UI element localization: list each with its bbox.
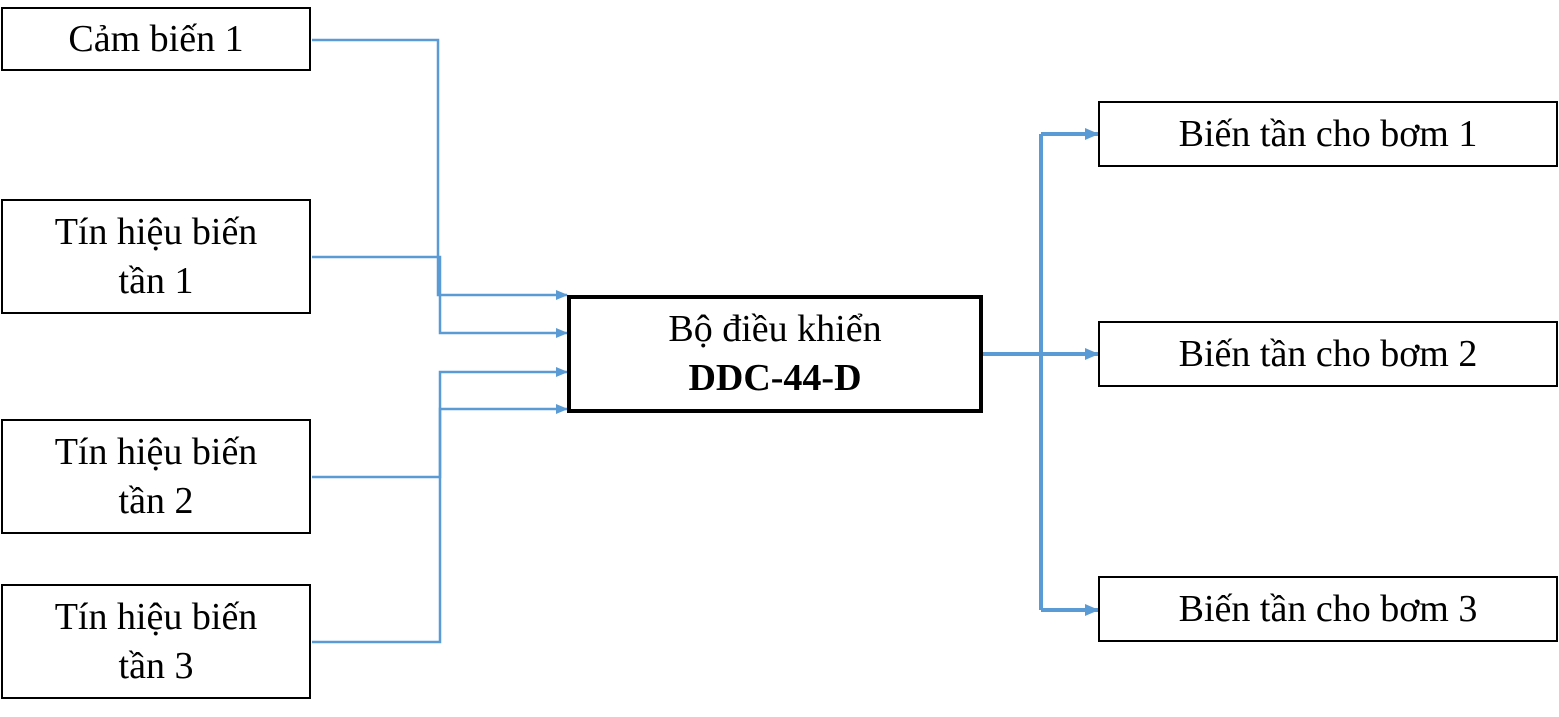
input-box-tin-hieu-bien-tan-1: Tín hiệu biến tần 1 (1, 199, 311, 314)
input-box-label: Cảm biến 1 (68, 15, 243, 64)
connector-tin-hieu-3 (312, 404, 568, 644)
input-label-line: Cảm biến 1 (68, 17, 244, 60)
input-label-line: tần 3 (118, 644, 194, 687)
input-box-tin-hieu-bien-tan-3: Tín hiệu biến tần 3 (1, 584, 311, 699)
output-box-bien-tan-bom-2: Biến tần cho bơm 2 (1098, 321, 1558, 387)
input-box-label: Tín hiệu biến tần 3 (55, 593, 258, 690)
input-box-tin-hieu-bien-tan-2: Tín hiệu biến tần 2 (1, 419, 311, 534)
controller-name: Bộ điều khiển (668, 307, 882, 350)
input-box-label: Tín hiệu biến tần 2 (55, 428, 258, 525)
output-box-bien-tan-bom-1: Biến tần cho bơm 1 (1098, 101, 1558, 167)
output-label: Biến tần cho bơm 1 (1178, 112, 1478, 155)
output-label: Biến tần cho bơm 3 (1178, 587, 1478, 630)
controller-box: Bộ điều khiển DDC-44-D (567, 295, 983, 413)
input-box-label: Tín hiệu biến tần 1 (55, 208, 258, 305)
input-label-line: Tín hiệu biến (54, 430, 258, 473)
output-label: Biến tần cho bơm 2 (1178, 332, 1478, 375)
input-label-line: tần 1 (118, 259, 194, 302)
connector-cam-bien-1 (312, 38, 568, 300)
output-box-bien-tan-bom-3: Biến tần cho bơm 3 (1098, 576, 1558, 642)
input-label-line: Tín hiệu biến (54, 595, 258, 638)
input-label-line: Tín hiệu biến (54, 210, 258, 253)
connector-tin-hieu-1 (312, 255, 568, 338)
input-box-cam-bien-1: Cảm biến 1 (1, 7, 311, 71)
controller-model: DDC-44-D (688, 357, 862, 399)
input-label-line: tần 2 (118, 479, 194, 522)
